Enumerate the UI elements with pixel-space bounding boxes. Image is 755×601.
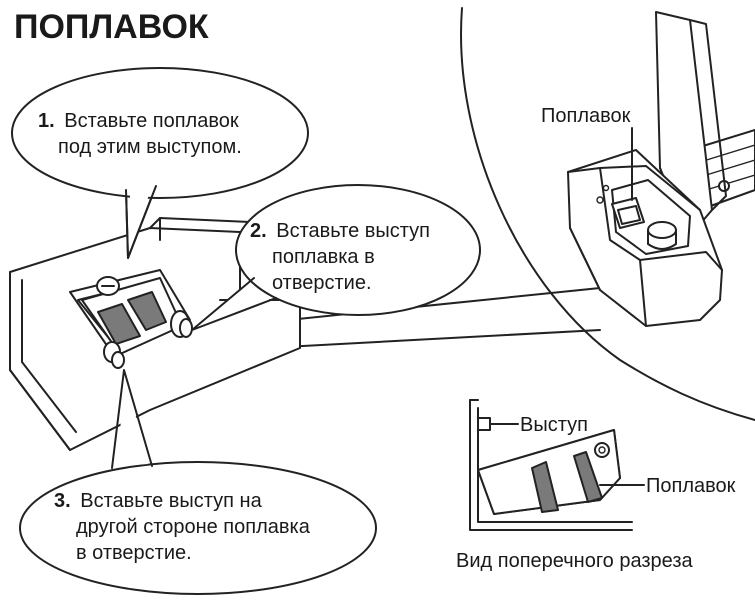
step-2-line-1: Вставьте выступ [276,220,430,242]
step-1-line-1: Вставьте поплавок [64,110,239,132]
label-float-section: Поплавок [646,475,736,497]
section-caption: Вид поперечного разреза [456,550,694,572]
step-2-line-3: отверстие. [272,272,372,294]
page-title: ПОПЛАВОК [14,8,209,46]
step-1-number: 1. [38,110,55,132]
step-3-line-2: другой стороне поплавка [76,516,311,538]
callout-step-2: 2. Вставьте выступ поплавка в отверстие. [191,184,481,331]
step-2-line-2: поплавка в [272,246,375,268]
label-protrusion: Выступ [520,414,588,436]
water-tray-illustration [9,217,301,451]
callout-step-1: 1. Вставьте поплавок под этим выступом. [11,67,309,259]
step-1-line-2: под этим выступом. [58,136,242,158]
svg-text:1. Вставьте поплавок: 1. Вставьте поплавок [38,110,239,132]
step-3-line-3: в отверстие. [76,542,192,564]
magnified-float-housing [567,11,755,327]
label-float-top: Поплавок [541,105,631,127]
step-2-number: 2. [250,220,267,242]
cross-section-view [469,399,633,531]
callout-step-3: 3. Вставьте выступ на другой стороне поп… [19,369,377,595]
step-3-number: 3. [54,490,71,512]
magnifier-arc [460,7,755,421]
step-3-line-1: Вставьте выступ на [80,490,262,512]
svg-text:3. Вставьте выступ на: 3. Вставьте выступ на [54,490,263,512]
svg-text:2. Вставьте выступ: 2. Вставьте выступ [250,220,430,242]
